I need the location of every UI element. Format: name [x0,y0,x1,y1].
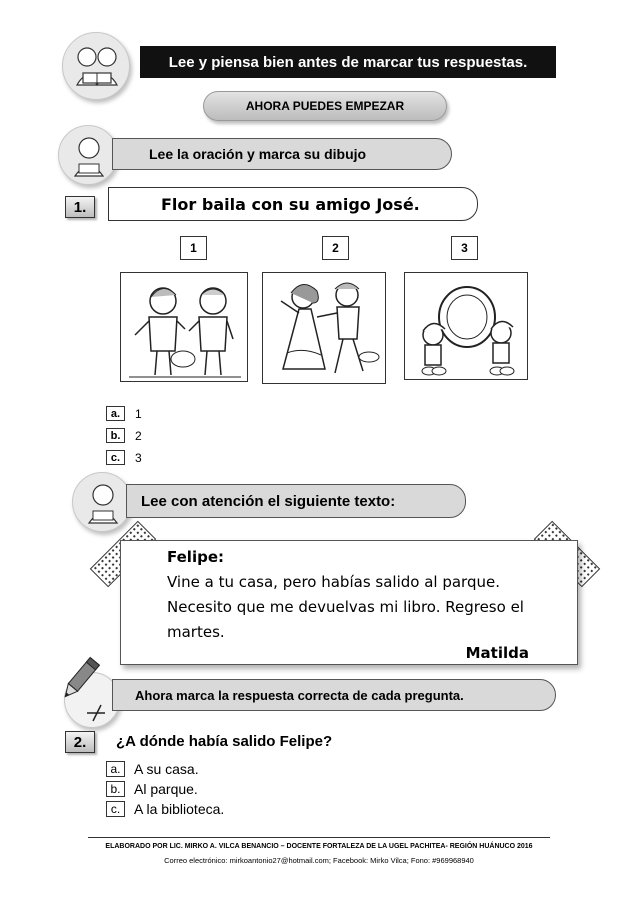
option-letter: b. [106,428,125,443]
section3-title: Ahora marca la respuesta correcta de cad… [135,687,464,703]
section2-title: Lee con atención el siguiente texto: [141,492,396,510]
option-text: A la biblioteca. [134,801,225,817]
question1-option-b[interactable]: b. 2 [106,428,142,443]
question2-option-b[interactable]: b. Al parque. [106,781,198,797]
note-line-1: Vine a tu casa, pero habías salido al pa… [167,573,500,591]
question2-option-a[interactable]: a. A su casa. [106,761,199,777]
note-card: Felipe: Vine a tu casa, pero habías sali… [120,540,578,665]
question1-sentence-box: Flor baila con su amigo José. [108,187,478,221]
picture-label-1: 1 [180,236,207,260]
start-pill: AHORA PUEDES EMPEZAR [203,91,447,121]
option-text: 1 [135,406,142,421]
banner-text: Lee y piensa bien antes de marcar tus re… [168,53,528,71]
question1-option-a[interactable]: a. 1 [106,406,142,421]
option-letter: a. [106,406,125,421]
question1-option-c[interactable]: c. 3 [106,450,142,465]
picture-label-3: 3 [451,236,478,260]
section1-title: Lee la oración y marca su dibujo [149,146,367,162]
picture-label-2: 2 [322,236,349,260]
question1-sentence: Flor baila con su amigo José. [161,194,420,214]
option-text: 2 [135,428,142,443]
note-line-3: martes. [167,623,225,641]
footer-divider [88,837,550,838]
question2-number: 2. [65,731,95,753]
pencil-icon [64,672,120,728]
question2-option-c[interactable]: c. A la biblioteca. [106,801,224,817]
picture-3-smurfs-drum[interactable] [404,272,528,380]
footer-author: ELABORADO POR LIC. MIRKO A. VILCA BENANC… [105,843,533,850]
section2-title-bar: Lee con atención el siguiente texto: [126,484,466,518]
picture-2-dancing-couple[interactable] [262,272,386,384]
pencil-drawing [58,654,102,709]
children-reading-icon [62,32,130,100]
question2-text: ¿A dónde había salido Felipe? [116,733,333,750]
child-reading-icon [72,472,132,532]
footer-contact: Correo electrónico: mirkoantonio27@hotma… [164,856,474,865]
start-label: AHORA PUEDES EMPEZAR [245,99,405,113]
instructions-banner: Lee y piensa bien antes de marcar tus re… [140,46,556,78]
option-letter: c. [106,801,125,817]
child-reading-icon [58,125,118,185]
option-text: A su casa. [134,761,199,777]
note-line-2: Necesito que me devuelvas mi libro. Regr… [167,598,524,616]
section1-title-bar: Lee la oración y marca su dibujo [112,138,452,170]
note-greeting: Felipe: [167,548,225,566]
option-text: 3 [135,450,142,465]
picture-1-children-talking[interactable] [120,272,248,382]
note-signature: Matilda [465,644,529,662]
section3-title-bar: Ahora marca la respuesta correcta de cad… [112,679,556,711]
option-letter: a. [106,761,125,777]
option-letter: b. [106,781,125,797]
option-letter: c. [106,450,125,465]
question1-number: 1. [65,196,95,218]
option-text: Al parque. [134,781,198,797]
